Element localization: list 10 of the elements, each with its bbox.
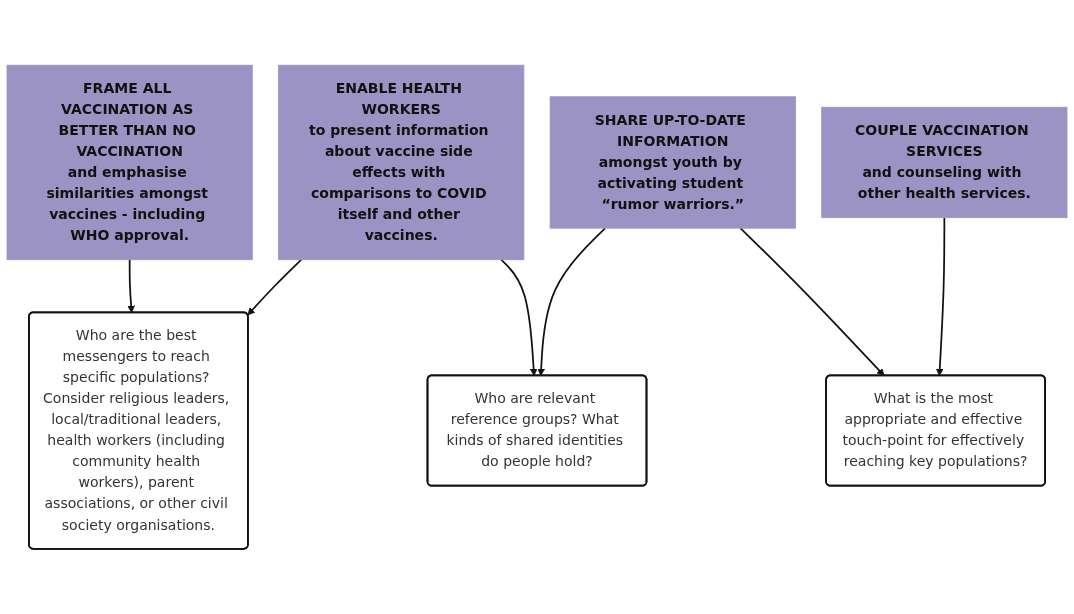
arrow xyxy=(127,258,135,314)
node-box: ENABLE HEALTH WORKERS to present information about vaccine side effects with comparisons to COVID itself and other vaccines. xyxy=(278,64,525,261)
node-box: SHARE UP-TO-DATE INFORMATION amongst youth by activating student “rumor warriors.” xyxy=(549,96,796,229)
arrow xyxy=(500,258,538,377)
arrow xyxy=(537,227,607,377)
arrow xyxy=(739,227,885,377)
node-box: COUPLE VACCINATION SERVICES and counseling with other health services. xyxy=(821,106,1068,219)
arrow xyxy=(935,216,946,377)
arrow xyxy=(247,258,303,316)
node-box: FRAME ALL VACCINATION AS BETTER THAN NO VACCINATION and emphasise similarities amongst vaccines - including WHO approval. xyxy=(6,64,253,261)
